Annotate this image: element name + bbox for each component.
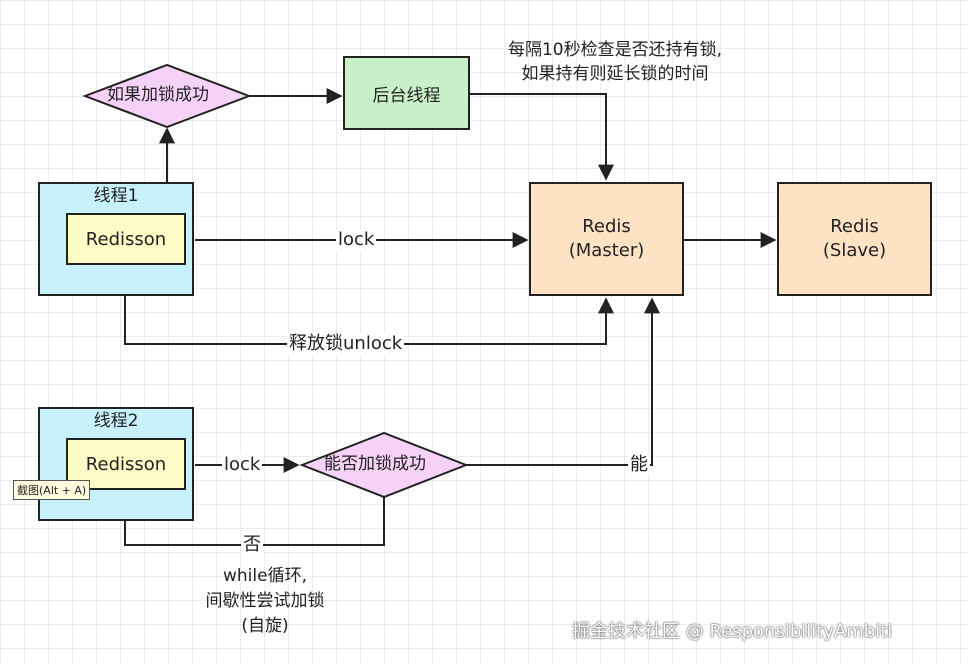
arrow-yes-to-master [466, 297, 660, 466]
spin-annotation-line3: (自旋) [241, 616, 289, 636]
redis-master-box: Redis (Master) [529, 182, 684, 296]
redis-slave-label-1: Redis [830, 215, 879, 237]
lock2-label: lock [222, 454, 263, 476]
yes-label: 能 [628, 454, 650, 476]
arrow-background-to-master [470, 93, 614, 181]
redisson1-box: Redisson [66, 213, 186, 265]
redis-master-label-2: (Master) [568, 240, 645, 261]
redis-slave-box: Redis (Slave) [777, 182, 932, 296]
screenshot-tooltip: 截图(Alt + A) [13, 480, 91, 500]
decision-can-lock-label: 能否加锁成功 [324, 454, 426, 474]
unlock-label: 释放锁unlock [287, 333, 405, 355]
watermark: 掘金技术社区 @ ResponsibilityAmbiti [572, 621, 893, 642]
decision-if-lock-success-label: 如果加锁成功 [107, 85, 209, 105]
check-annotation-line1: 每隔10秒检查是否还持有锁, [507, 40, 723, 60]
spin-annotation-line2: 间歇性尝试加锁 [205, 591, 325, 611]
redisson1-label: Redisson [85, 228, 167, 250]
redis-slave-label-2: (Slave) [822, 240, 887, 261]
no-label: 否 [241, 534, 263, 556]
background-thread-box: 后台线程 [343, 56, 470, 130]
redis-master-label-1: Redis [582, 215, 631, 237]
thread1-label: 线程1 [93, 186, 139, 206]
lock1-label: lock [336, 229, 377, 251]
check-annotation-line2: 如果持有则延长锁的时间 [521, 64, 709, 84]
redisson2-label: Redisson [85, 453, 167, 475]
spin-annotation-line1: while循环, [223, 566, 307, 586]
thread2-label: 线程2 [93, 411, 139, 431]
background-thread-label: 后台线程 [372, 85, 441, 106]
